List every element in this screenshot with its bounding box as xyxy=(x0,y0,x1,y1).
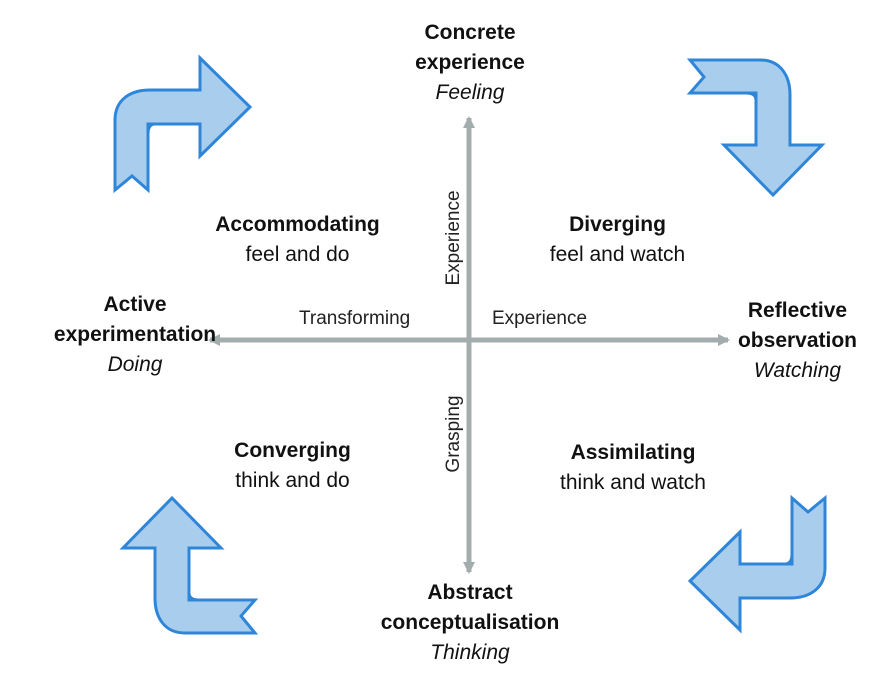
cycle-arrow-bottom-left xyxy=(121,496,257,635)
pole-left-title-1: Active xyxy=(103,293,167,316)
pole-top-title-2: experience xyxy=(415,51,525,74)
axis-label-experience-horizontal: Experience xyxy=(492,308,588,329)
pole-right-subtitle: Watching xyxy=(753,359,842,382)
quadrant-desc: feel and watch xyxy=(549,243,686,266)
pole-top-subtitle: Feeling xyxy=(435,81,505,104)
cycle-arrow-top-right xyxy=(688,58,824,197)
pole-top-title-1: Concrete xyxy=(424,21,516,44)
pole-bottom-title-2: conceptualisation xyxy=(380,611,560,634)
quadrant-accommodating: Accommodating feel and do xyxy=(200,210,395,270)
quadrant-assimilating: Assimilating think and watch xyxy=(538,438,728,498)
pole-top: Concrete experience Feeling xyxy=(370,18,570,108)
pole-right-title-1: Reflective xyxy=(747,299,848,322)
quadrant-diverging: Diverging feel and watch xyxy=(535,210,700,270)
pole-bottom-title-1: Abstract xyxy=(427,581,513,604)
quadrant-title: Assimilating xyxy=(570,441,696,464)
pole-left-title-2: experimentation xyxy=(53,323,217,346)
axis-label-experience-vertical: Experience xyxy=(443,190,464,286)
cycle-arrow-top-left xyxy=(113,56,252,192)
quadrant-title: Diverging xyxy=(569,213,666,236)
pole-left-subtitle: Doing xyxy=(107,353,163,376)
pole-left: Active experimentation Doing xyxy=(40,290,230,380)
axis-label-grasping: Grasping xyxy=(443,395,464,473)
pole-bottom-subtitle: Thinking xyxy=(430,641,510,664)
axis-label-transforming: Transforming xyxy=(299,308,411,329)
quadrant-title: Accommodating xyxy=(215,213,380,236)
pole-right-title-2: observation xyxy=(737,329,858,352)
quadrant-title: Converging xyxy=(234,439,351,462)
quadrant-converging: Converging think and do xyxy=(210,436,375,496)
quadrant-desc: think and do xyxy=(235,469,350,492)
quadrant-desc: think and watch xyxy=(560,471,706,494)
quadrant-desc: feel and do xyxy=(245,243,350,266)
pole-right: Reflective observation Watching xyxy=(710,296,885,386)
pole-bottom: Abstract conceptualisation Thinking xyxy=(360,578,580,668)
cycle-arrow-bottom-right xyxy=(688,496,827,632)
